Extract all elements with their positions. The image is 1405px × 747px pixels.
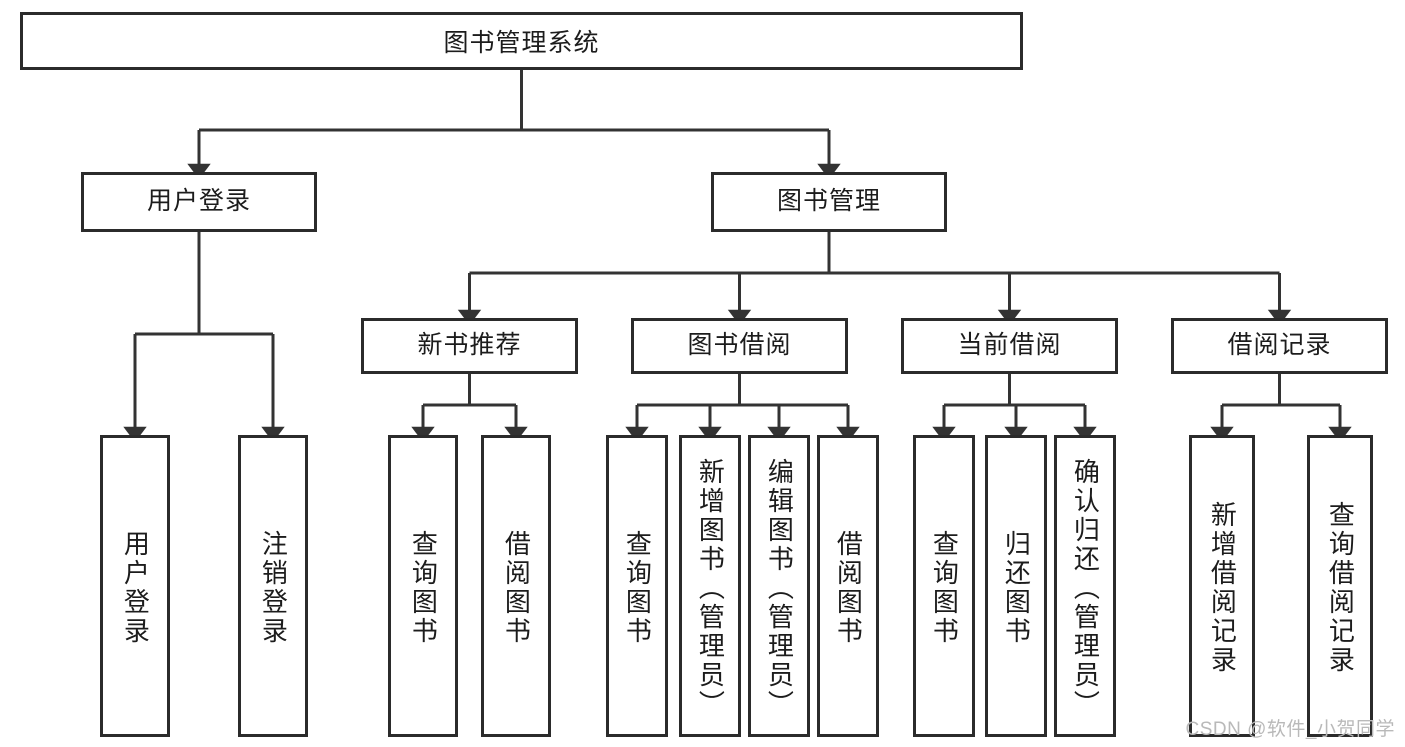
node-leaf-add-book: 新增图书（管理员） [679,435,741,737]
node-label-leaf-query-record: 查询借阅记录 [1325,501,1356,675]
node-leaf-add-record: 新增借阅记录 [1189,435,1255,737]
node-label-leaf-add-book: 新增图书（管理员） [695,457,726,719]
node-book-borrow: 图书借阅 [631,318,848,374]
node-user-login: 用户登录 [81,172,317,232]
node-label-current-borrow: 当前借阅 [957,331,1062,360]
node-label-leaf-query-book-rec: 查询图书 [408,530,439,646]
node-current-borrow: 当前借阅 [901,318,1118,374]
node-label-book-borrow: 图书借阅 [687,331,792,360]
node-label-borrow-record: 借阅记录 [1227,331,1332,360]
node-leaf-borrow-book: 借阅图书 [817,435,879,737]
node-borrow-record: 借阅记录 [1171,318,1388,374]
node-label-leaf-edit-book: 编辑图书（管理员） [764,457,795,719]
node-label-new-book-rec: 新书推荐 [417,331,522,360]
node-book-manage: 图书管理 [711,172,947,232]
node-label-book-manage: 图书管理 [776,187,881,216]
node-leaf-query-record: 查询借阅记录 [1307,435,1373,737]
node-leaf-borrow-book-rec: 借阅图书 [481,435,551,737]
node-label-leaf-borrow-book-rec: 借阅图书 [501,530,532,646]
node-leaf-query-book-borrow: 查询图书 [606,435,668,737]
node-leaf-query-book-rec: 查询图书 [388,435,458,737]
node-label-root: 图书管理系统 [443,29,600,57]
node-root: 图书管理系统 [20,12,1023,70]
node-leaf-logout: 注销登录 [238,435,308,737]
node-label-leaf-query-book-cur: 查询图书 [929,530,960,646]
node-leaf-query-book-cur: 查询图书 [913,435,975,737]
node-leaf-edit-book: 编辑图书（管理员） [748,435,810,737]
node-label-leaf-query-book-borrow: 查询图书 [622,530,653,646]
node-label-leaf-borrow-book: 借阅图书 [833,530,864,646]
node-label-leaf-user-login: 用户登录 [120,530,151,646]
node-label-leaf-add-record: 新增借阅记录 [1207,501,1238,675]
node-label-leaf-confirm-return: 确认归还（管理员） [1070,457,1101,719]
node-leaf-confirm-return: 确认归还（管理员） [1054,435,1116,737]
node-leaf-user-login: 用户登录 [100,435,170,737]
node-label-leaf-logout: 注销登录 [258,530,289,646]
node-label-leaf-return-book: 归还图书 [1001,530,1032,646]
csdn-watermark: CSDN @软件_小贺同学 [1185,719,1395,740]
node-label-user-login: 用户登录 [146,187,251,216]
node-new-book-rec: 新书推荐 [361,318,578,374]
node-leaf-return-book: 归还图书 [985,435,1047,737]
